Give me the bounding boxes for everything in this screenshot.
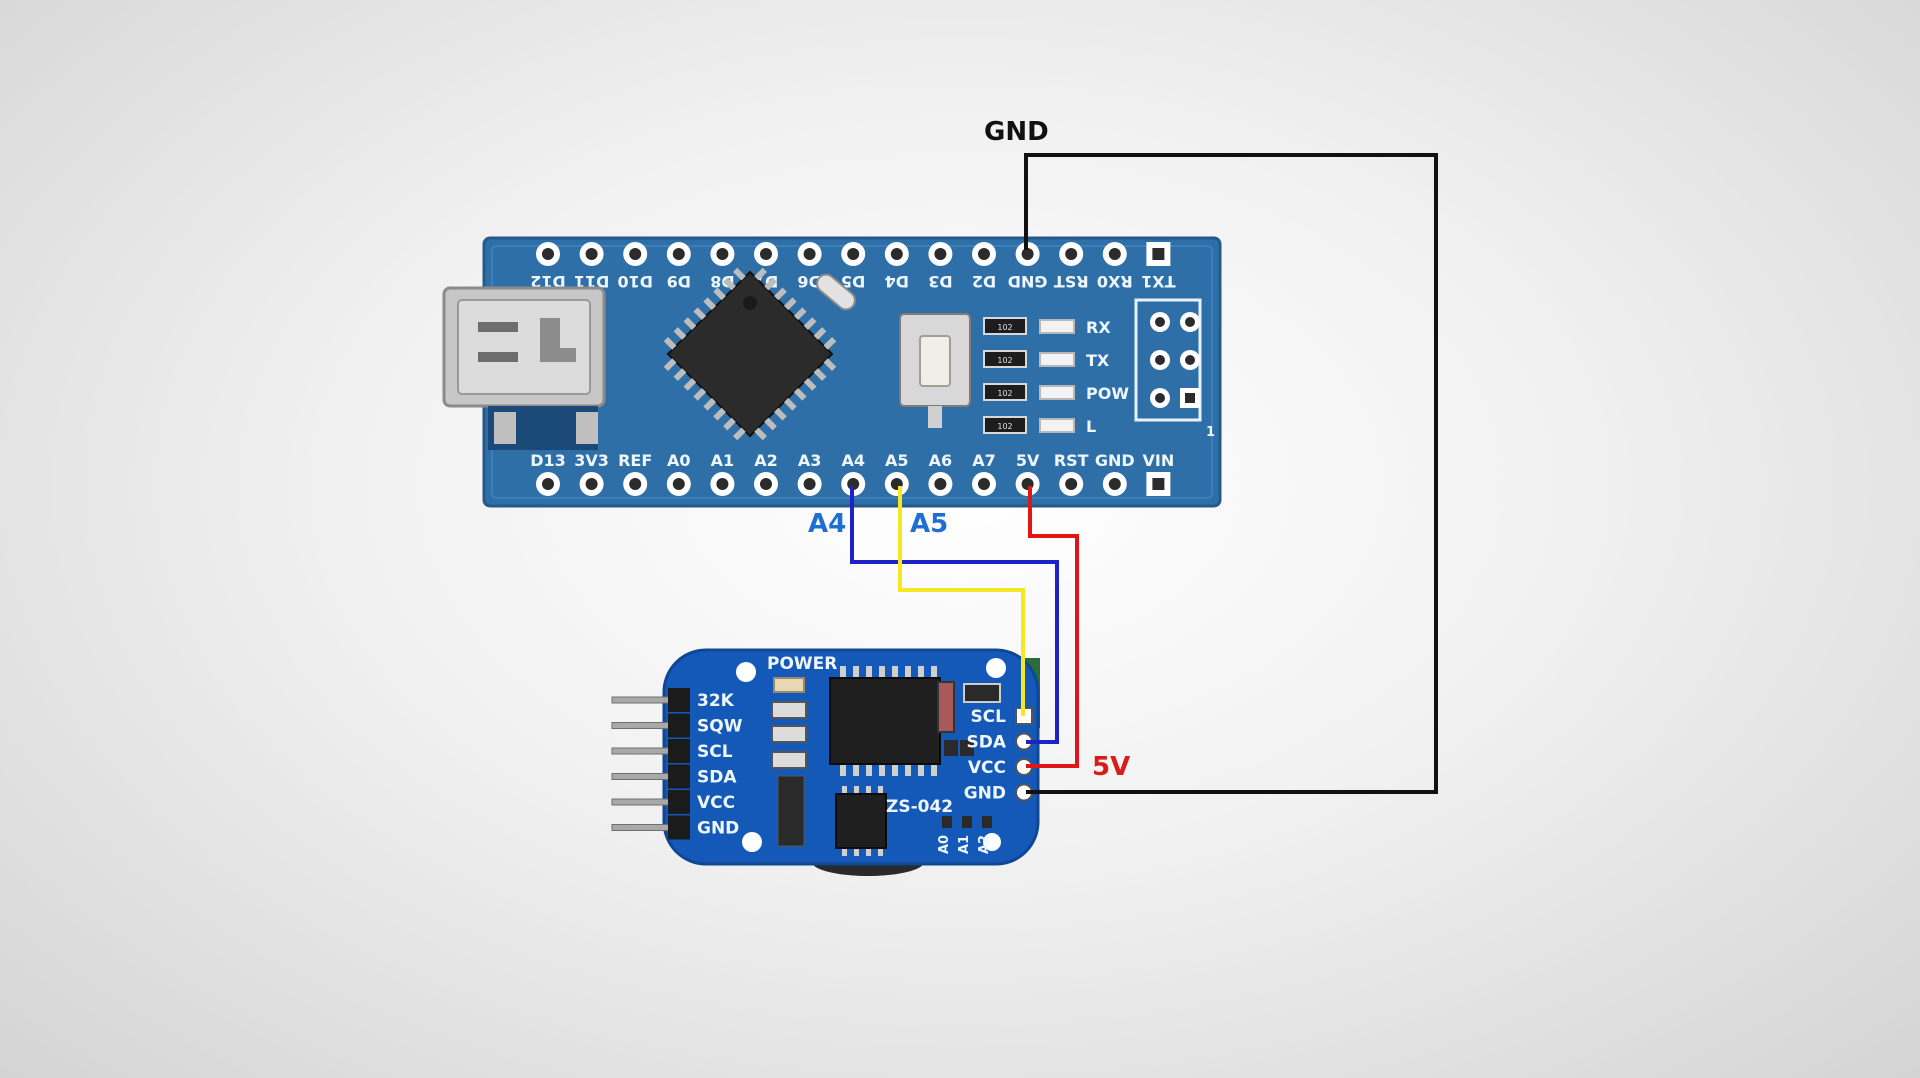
rtc-address-label-a0: A0 — [937, 835, 952, 854]
nano-bottom-label-a2: A2 — [754, 451, 778, 470]
rtc-left-header — [611, 688, 690, 840]
nano-bottom-label-gnd: GND — [1095, 451, 1135, 470]
rtc-address-label-a1: A1 — [957, 835, 972, 854]
nano-bottom-label-a3: A3 — [798, 451, 822, 470]
nano-top-label-d9: D9 — [667, 272, 691, 291]
nano-led-tx — [1039, 352, 1075, 367]
atmega328p-chip-icon — [666, 270, 834, 438]
nano-resistor — [983, 317, 1027, 335]
ds3231-chip-icon — [829, 666, 941, 776]
rtc-left-label-sqw: SQW — [697, 717, 743, 737]
nano-bottom-label-vin: VIN — [1143, 451, 1175, 470]
rtc-address-label-a2: A2 — [977, 835, 992, 854]
sda-wire — [850, 486, 1059, 744]
vcc-wire — [1026, 486, 1079, 768]
nano-top-label-d6: D6 — [797, 272, 821, 291]
nano-led-l — [1039, 418, 1075, 433]
rtc-right-pin-labels: SCL SDA VCC GND — [964, 707, 1007, 804]
nano-bottom-label-5v: 5V — [1016, 451, 1040, 470]
rtc-power-label: POWER — [767, 654, 837, 674]
resistor-code: 102 — [997, 323, 1012, 332]
nano-top-label-gnd: GND — [1008, 272, 1048, 291]
nano-resistor — [983, 383, 1027, 401]
rtc-left-label-scl: SCL — [697, 742, 733, 762]
rtc-right-label-vcc: VCC — [968, 758, 1006, 778]
nano-bottom-pin-labels: D13 3V3 REF A0 A1 A2 A3 A4 A5 A6 A7 5V RST GND VIN — [530, 451, 1174, 470]
rtc-left-label-vcc: VCC — [697, 793, 735, 813]
nano-bottom-label-d13: D13 — [530, 451, 566, 470]
icsp-header: 1 — [1134, 298, 1215, 440]
a4-wire-label: A4 — [808, 509, 846, 539]
rtc-right-label-sda: SDA — [966, 733, 1006, 753]
nano-led-rx — [1039, 319, 1075, 334]
crystal-oscillator-icon — [816, 273, 856, 311]
nano-top-label-d4: D4 — [885, 272, 909, 291]
eeprom-chip-icon — [835, 786, 887, 856]
mini-usb-connector-icon — [442, 286, 606, 450]
nano-bottom-label-a7: A7 — [972, 451, 996, 470]
nano-led-label-pow: POW — [1086, 384, 1129, 403]
nano-led-label-l: L — [1086, 417, 1096, 436]
scl-wire — [898, 486, 1025, 716]
rtc-right-label-scl: SCL — [970, 707, 1006, 727]
gnd-wire — [1024, 153, 1438, 794]
nano-resistor — [983, 416, 1027, 434]
nano-top-label-d11: D11 — [574, 272, 610, 291]
rtc-right-label-gnd: GND — [964, 784, 1006, 804]
nano-top-header — [536, 242, 1171, 266]
nano-top-label-d3: D3 — [928, 272, 952, 291]
nano-top-label-rst: RST — [1054, 272, 1089, 291]
nano-bottom-label-a0: A0 — [667, 451, 691, 470]
vcc-wire-label: 5V — [1092, 752, 1130, 782]
nano-bottom-label-a4: A4 — [841, 451, 865, 470]
nano-top-label-d10: D10 — [617, 272, 653, 291]
nano-led-pow — [1039, 385, 1075, 400]
rtc-left-pin-labels: 32K SQW SCL SDA VCC GND — [697, 691, 743, 839]
nano-top-label-d2: D2 — [972, 272, 996, 291]
nano-resistor — [983, 350, 1027, 368]
nano-top-label-tx1: TX1 — [1141, 272, 1175, 291]
isp-pin1-marker: 1 — [1206, 425, 1215, 440]
rtc-model-label: ZS-042 — [886, 797, 953, 817]
nano-led-label-rx: RX — [1086, 318, 1111, 337]
rtc-address-pads: A0 A1 A2 — [937, 835, 992, 854]
resistor-code: 102 — [997, 356, 1012, 365]
resistor-code: 102 — [997, 389, 1012, 398]
nano-top-label-d12: D12 — [530, 272, 566, 291]
nano-bottom-label-a1: A1 — [711, 451, 735, 470]
nano-bottom-label-3v3: 3V3 — [574, 451, 609, 470]
nano-top-label-d5: D5 — [841, 272, 865, 291]
a5-wire-label: A5 — [910, 509, 948, 539]
nano-bottom-header — [536, 472, 1171, 496]
rtc-left-label-sda: SDA — [697, 768, 737, 788]
nano-bottom-label-a5: A5 — [885, 451, 909, 470]
reset-button-icon — [899, 313, 971, 428]
nano-bottom-label-ref: REF — [618, 451, 652, 470]
resistor-code: 102 — [997, 422, 1012, 431]
nano-top-label-rx0: RX0 — [1097, 272, 1133, 291]
nano-bottom-label-rst: RST — [1054, 451, 1089, 470]
gnd-wire-label: GND — [984, 117, 1049, 147]
wires — [850, 153, 1438, 794]
nano-led-label-tx: TX — [1086, 351, 1110, 370]
rtc-left-label-32k: 32K — [697, 691, 735, 711]
rtc-left-label-gnd: GND — [697, 819, 739, 839]
nano-bottom-label-a6: A6 — [929, 451, 953, 470]
rtc-smd-components — [771, 681, 1001, 847]
